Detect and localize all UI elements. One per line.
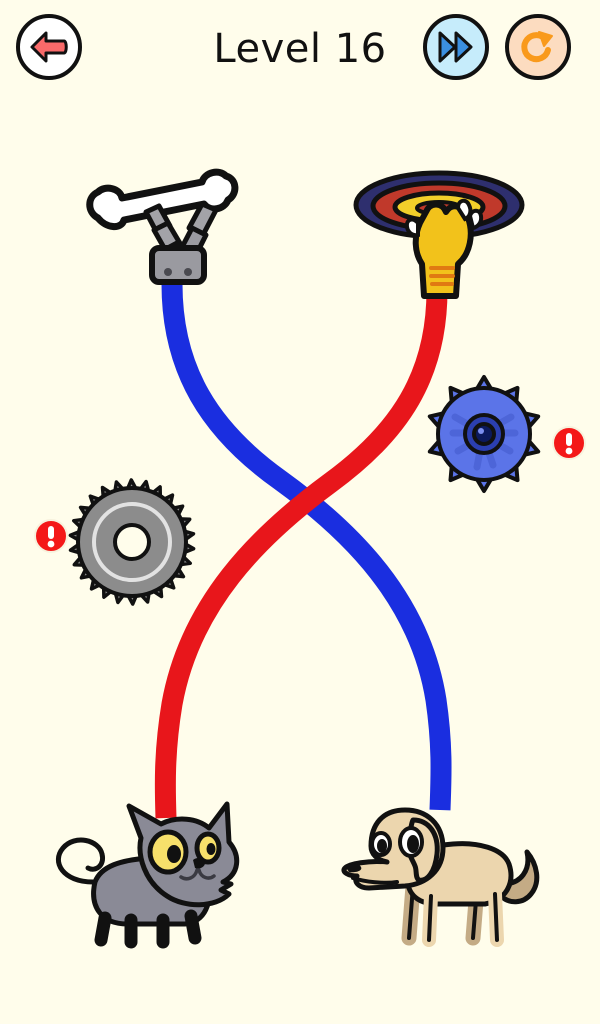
hand-with-frisbee (352, 168, 527, 299)
hand-icon (404, 198, 484, 299)
header-bar: Level 16 (0, 0, 600, 105)
cat-legs (94, 909, 202, 949)
skip-button[interactable] (423, 14, 489, 80)
warning-badge-left (33, 518, 69, 554)
saw-blade-blue (425, 375, 543, 493)
robot-claw-with-bone (74, 166, 249, 291)
restart-icon (521, 31, 553, 63)
fast-forward-icon (438, 31, 473, 63)
back-button[interactable] (16, 14, 82, 80)
page-title: Level 16 (213, 26, 387, 72)
blue-rope[interactable] (161, 283, 452, 811)
restart-button[interactable] (505, 14, 571, 80)
blade-texture (449, 413, 519, 471)
dog (335, 790, 565, 947)
saw-blade-gray (68, 478, 196, 606)
red-rope[interactable] (154, 289, 448, 819)
robot-claw-icon (143, 201, 219, 285)
cat-tail (55, 837, 106, 885)
warning-badge-right (551, 425, 587, 461)
left-arrow-icon (30, 31, 68, 63)
cat (45, 790, 265, 949)
